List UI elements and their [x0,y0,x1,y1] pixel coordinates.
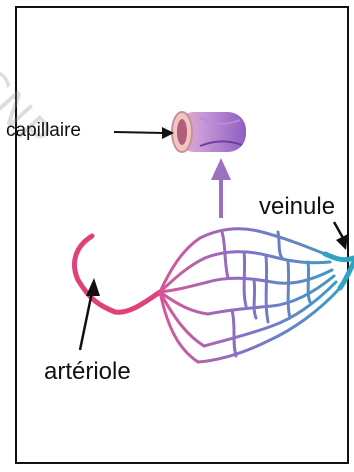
veinule-label: veinule [259,193,335,221]
zoom-arrow [211,158,231,218]
capillary-network [74,229,354,362]
veinule-pointer [334,222,348,250]
arteriole-label: artériole [44,358,131,386]
capillaire-pointer [114,127,174,139]
capillaire-label: capillaire [6,120,81,142]
capillary-tube-illustration [172,112,246,152]
